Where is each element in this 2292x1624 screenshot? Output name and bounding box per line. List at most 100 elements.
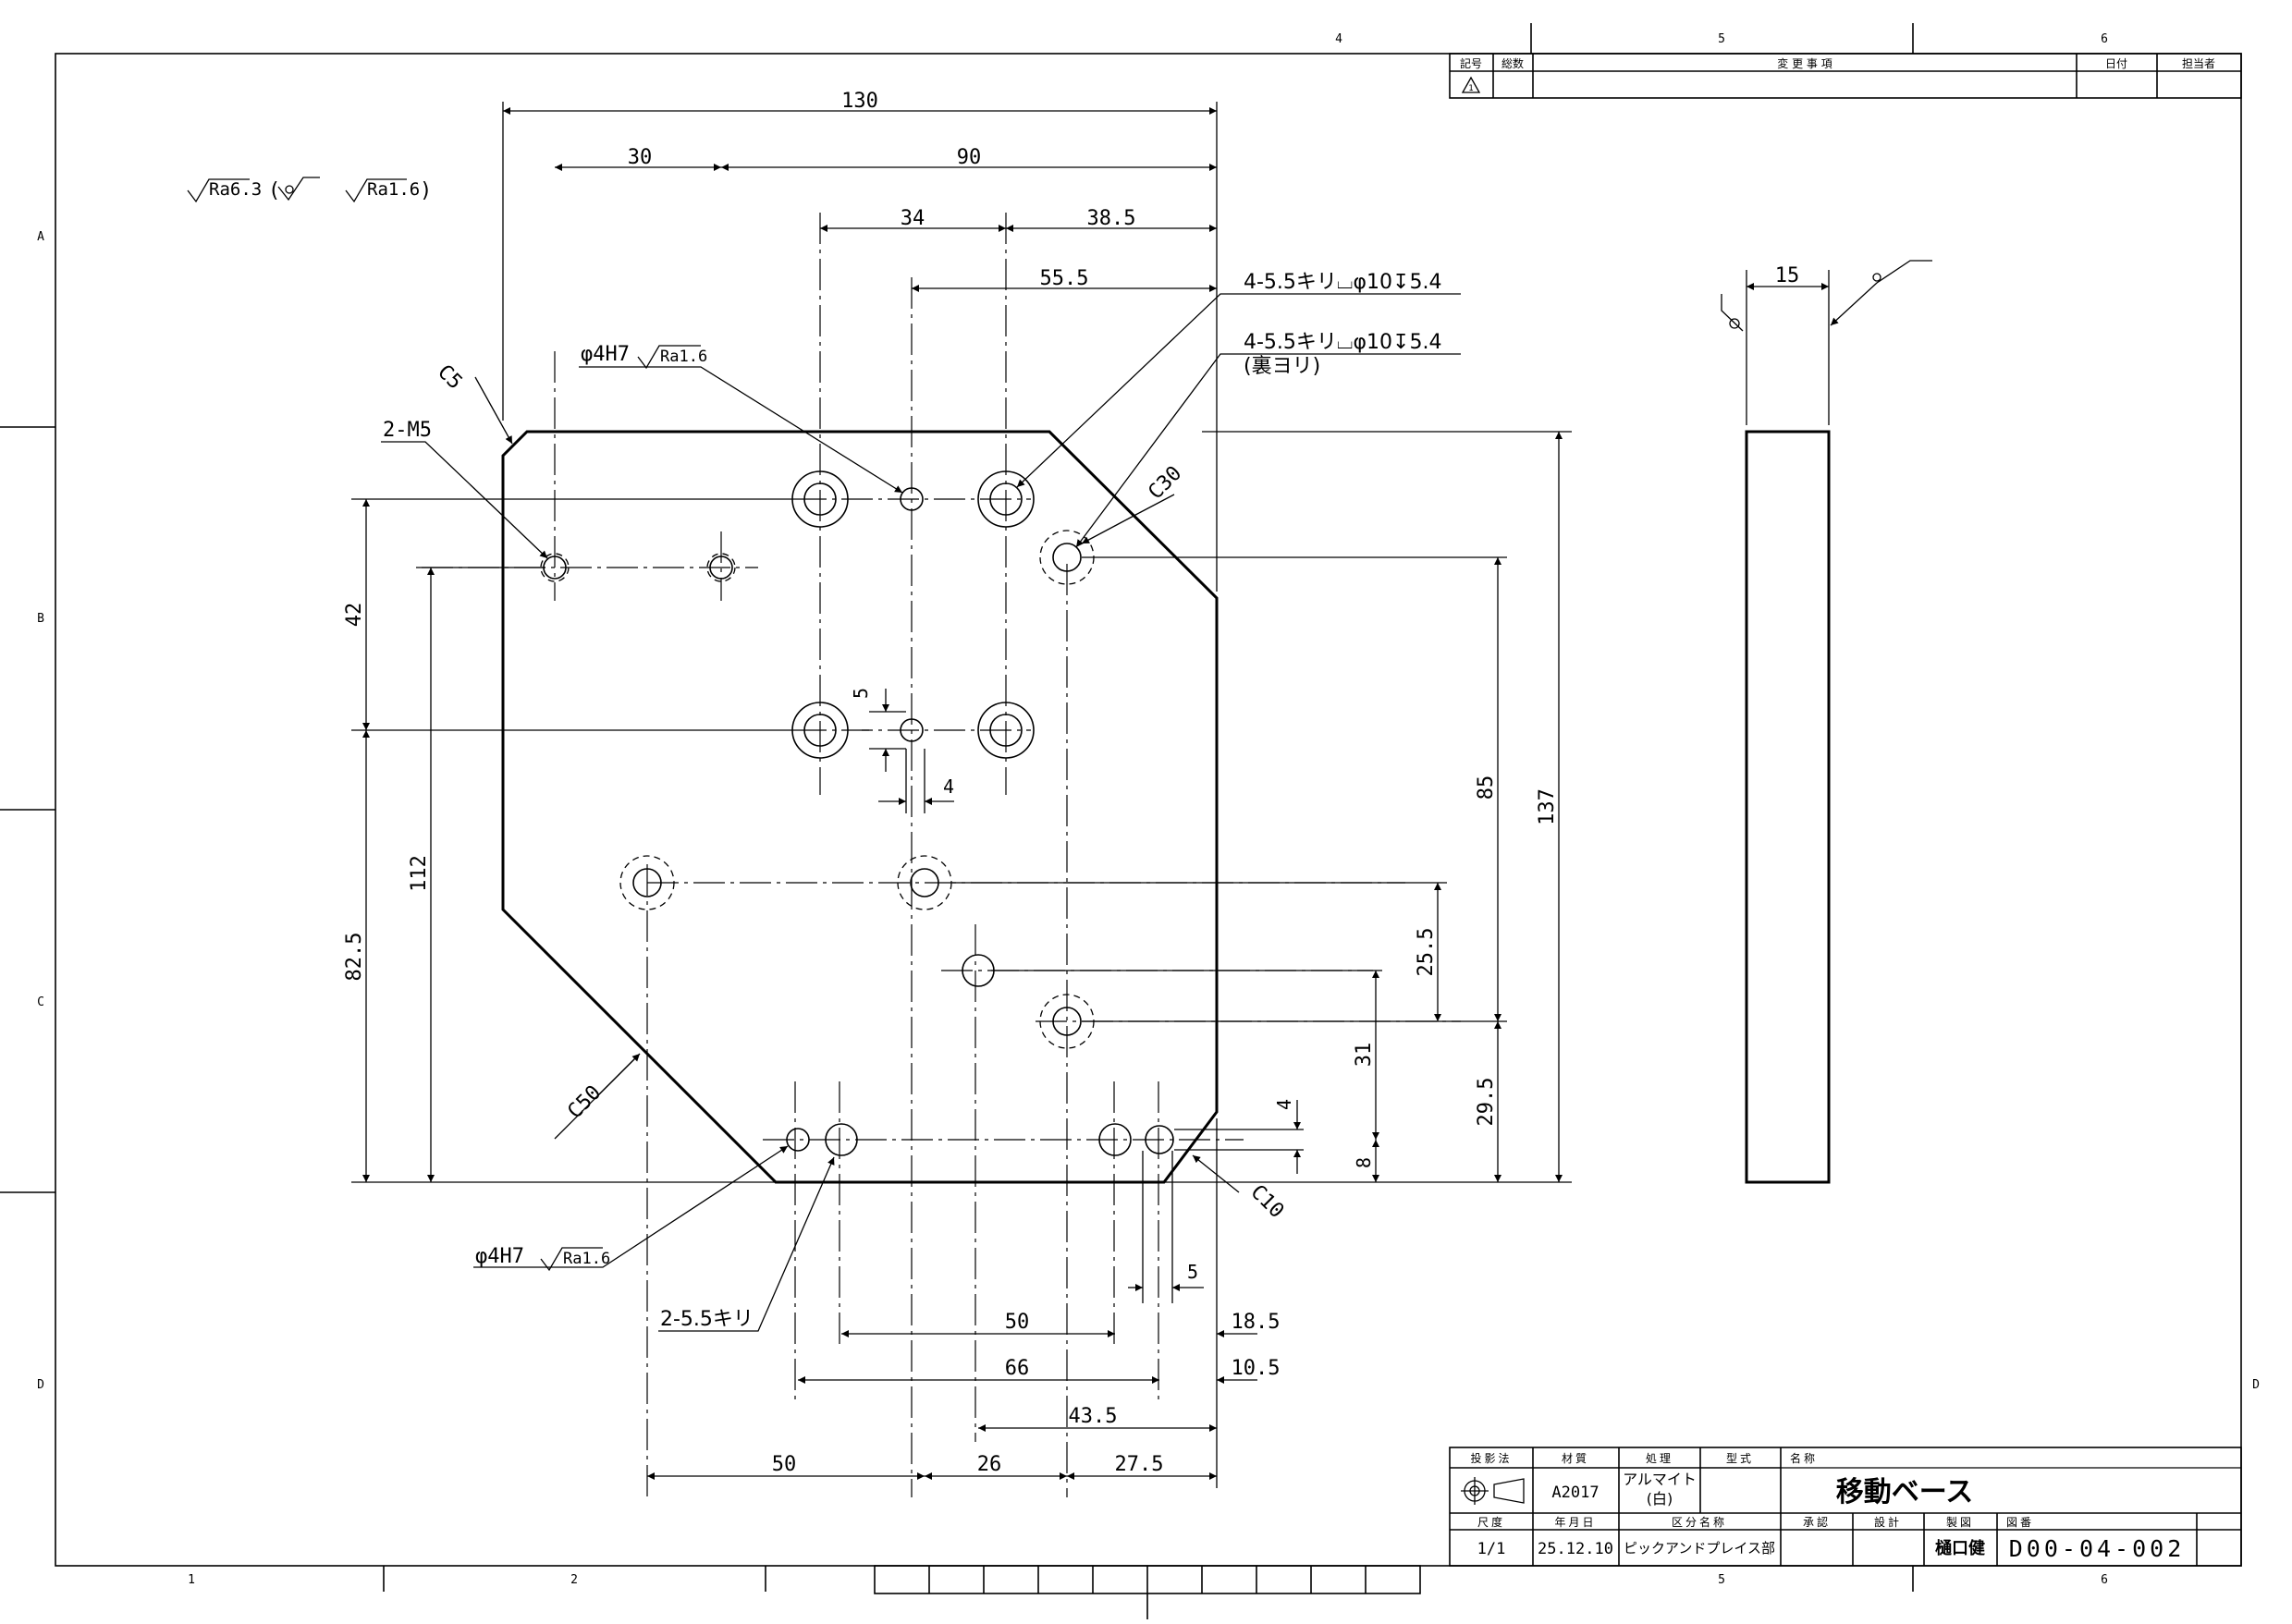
zone-left-d: D bbox=[37, 1378, 44, 1392]
rear-counterbore-hole bbox=[897, 855, 952, 910]
tb-header-date: 年月日 bbox=[1554, 1516, 1596, 1529]
surface-finish-circle-symbol-icon bbox=[277, 177, 320, 201]
zone-top-6: 6 bbox=[2101, 32, 2108, 46]
zone-left-b: B bbox=[37, 612, 44, 626]
chamfer-c50: C50 bbox=[563, 1081, 606, 1124]
dim-50-a: 50 bbox=[1005, 1311, 1030, 1334]
dim-30: 30 bbox=[628, 146, 653, 169]
drill-hole bbox=[825, 1123, 858, 1156]
rear-counterbore-hole bbox=[619, 855, 675, 910]
drawing-border bbox=[0, 23, 2242, 1619]
tb-scale: 1/1 bbox=[1477, 1540, 1506, 1558]
dim-31: 31 bbox=[1353, 1043, 1376, 1068]
dim-15: 15 bbox=[1775, 264, 1800, 287]
dim-55-5: 55.5 bbox=[1040, 267, 1089, 290]
surface-finish-pin-bottom-icon bbox=[540, 1247, 603, 1272]
dim-5-bottom: 5 bbox=[1187, 1261, 1198, 1283]
slot-hole bbox=[1145, 1125, 1174, 1154]
dim-50-b: 50 bbox=[772, 1453, 797, 1476]
tb-date: 25.12.10 bbox=[1538, 1540, 1613, 1558]
holes bbox=[540, 470, 1174, 1156]
dim-43-5: 43.5 bbox=[1069, 1405, 1118, 1428]
tb-header-projection: 投影法 bbox=[1470, 1451, 1512, 1465]
zone-left-a: A bbox=[37, 230, 44, 244]
zone-bottom-2: 2 bbox=[570, 1573, 578, 1587]
dim-112: 112 bbox=[408, 855, 431, 892]
zone-left-c: C bbox=[37, 995, 44, 1009]
dim-5-small: 5 bbox=[850, 688, 872, 699]
callout-texts: 2-M5 φ4H7 Ra1.6 4-5.5キリ⌴φ10↧5.4 4-5.5キリ⌴… bbox=[383, 271, 1441, 1331]
dim-90: 90 bbox=[957, 146, 982, 169]
zone-labels: 4 5 6 1 2 5 6 A B C D D bbox=[37, 32, 2260, 1587]
callout-pin-top-finish: Ra1.6 bbox=[660, 348, 707, 366]
tb-drawing-no: D00-04-002 bbox=[2009, 1535, 2186, 1562]
tb-header-material: 材質 bbox=[1562, 1451, 1589, 1465]
dim-25-5: 25.5 bbox=[1415, 928, 1438, 977]
chamfer-c10: C10 bbox=[1246, 1180, 1289, 1223]
zone-top-5: 5 bbox=[1718, 32, 1725, 46]
dim-137: 137 bbox=[1536, 788, 1559, 825]
surface-finish-note: Ra6.3 ( Ra1.6 ) bbox=[187, 177, 432, 203]
side-surface-finish-left-icon bbox=[1721, 294, 1744, 332]
tb-treatment-2: (白) bbox=[1647, 1490, 1673, 1508]
tb-drafter: 樋口健 bbox=[1935, 1538, 1985, 1558]
rev-header-change: 変 更 事 項 bbox=[1777, 56, 1832, 70]
callout-cbore-1: 4-5.5キリ⌴φ10↧5.4 bbox=[1244, 271, 1441, 294]
dowel-pin-hole bbox=[900, 487, 924, 511]
side-surface-finish-right-icon bbox=[1830, 260, 1932, 326]
dim-8: 8 bbox=[1353, 1157, 1375, 1168]
zone-bottom-1: 1 bbox=[188, 1573, 195, 1587]
tb-treatment-1: アルマイト bbox=[1623, 1471, 1697, 1488]
dim-82-5: 82.5 bbox=[343, 933, 366, 982]
dim-34: 34 bbox=[901, 207, 925, 230]
rev-header-count: 総数 bbox=[1501, 56, 1524, 70]
zone-right-d: D bbox=[2252, 1378, 2260, 1392]
counterbore-hole bbox=[977, 702, 1035, 759]
callout-drill-bottom: 2-5.5キリ bbox=[660, 1308, 754, 1331]
drill-hole bbox=[1098, 1123, 1132, 1156]
tapped-hole-m5 bbox=[706, 553, 736, 582]
revision-table: 記号 総数 変 更 事 項 日付 担当者 1 bbox=[1449, 53, 2242, 99]
tb-header-name: 名称 bbox=[1790, 1451, 1818, 1465]
dim-4-small: 4 bbox=[943, 775, 954, 798]
tb-header-scale: 尺度 bbox=[1477, 1515, 1505, 1529]
dim-10-5: 10.5 bbox=[1232, 1357, 1281, 1380]
rev-header-person: 担当者 bbox=[2182, 57, 2215, 70]
surface-finish-symbol-2-icon bbox=[345, 178, 407, 203]
chamfer-c30: C30 bbox=[1144, 462, 1186, 505]
tb-header-drawing-no: 図番 bbox=[2006, 1516, 2034, 1529]
extension-lines bbox=[351, 102, 1572, 1488]
callout-pin-bottom-finish: Ra1.6 bbox=[563, 1250, 610, 1268]
dim-4-right: 4 bbox=[1273, 1099, 1295, 1110]
chamfer-c5: C5 bbox=[433, 360, 466, 394]
tb-division: ピックアンドプレイス部 bbox=[1624, 1540, 1775, 1557]
projection-symbol-icon bbox=[1461, 1477, 1525, 1505]
tb-header-treatment: 処理 bbox=[1646, 1452, 1673, 1465]
dim-130: 130 bbox=[841, 90, 878, 113]
dimension-texts: 130 30 90 34 38.5 55.5 C5 C30 C50 C10 42… bbox=[343, 90, 1559, 1476]
tb-header-division: 区分名称 bbox=[1672, 1515, 1727, 1529]
dim-26: 26 bbox=[977, 1453, 1002, 1476]
slot-hole bbox=[900, 718, 924, 742]
dowel-pin-hole bbox=[786, 1128, 810, 1152]
tb-material: A2017 bbox=[1551, 1484, 1599, 1502]
tb-header-model: 型式 bbox=[1726, 1452, 1754, 1465]
center-lines bbox=[422, 213, 1461, 1497]
front-view: 130 30 90 34 38.5 55.5 C5 C30 C50 C10 42… bbox=[343, 90, 1572, 1497]
surface-finish-symbol-icon bbox=[187, 178, 250, 203]
counterbore-hole bbox=[977, 470, 1035, 528]
part-outline bbox=[501, 430, 1219, 1184]
tb-header-drafted: 製図 bbox=[1946, 1516, 1974, 1529]
revision-triangle-icon bbox=[1461, 76, 1481, 93]
rev-header-date: 日付 bbox=[2105, 57, 2127, 70]
finish-paren-open: ( bbox=[268, 179, 280, 202]
dim-42: 42 bbox=[343, 603, 366, 628]
dim-38-5: 38.5 bbox=[1087, 207, 1136, 230]
callout-cbore-2: 4-5.5キリ⌴φ10↧5.4 bbox=[1244, 331, 1441, 354]
dim-66: 66 bbox=[1005, 1357, 1030, 1380]
callout-pin-top: φ4H7 bbox=[581, 343, 630, 366]
title-block: 投影法 材質 処理 型式 名称 尺度 年月日 区分名称 承認 設計 製図 図番 … bbox=[1449, 1447, 2242, 1567]
zone-top-4: 4 bbox=[1335, 32, 1342, 46]
dim-27-5: 27.5 bbox=[1115, 1453, 1164, 1476]
